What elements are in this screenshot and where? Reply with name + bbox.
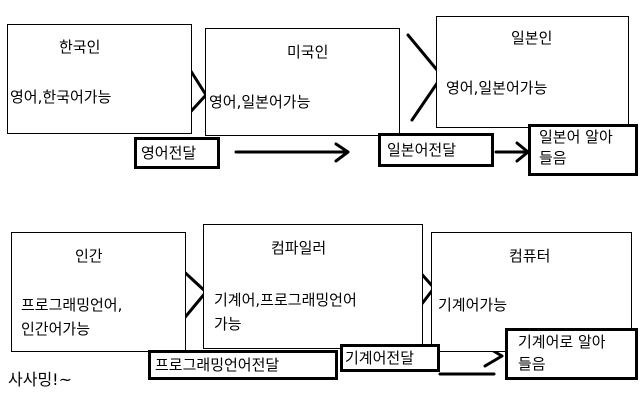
american-desc: 영어,일본어가능 — [209, 93, 311, 111]
compiler-desc-line2: 가능 — [214, 315, 242, 333]
human-desc-line2: 인간어가능 — [21, 320, 91, 338]
relay-label-english: 영어전달 — [141, 144, 197, 162]
relay-box-english: 영어전달 — [134, 137, 220, 169]
result-line2: 들음 — [539, 149, 567, 167]
japanese-desc: 영어,일본어가능 — [446, 79, 548, 97]
compiler-desc-line1: 기계어,프로그래밍언어 — [214, 291, 357, 309]
korean-desc: 영어,한국어가능 — [10, 88, 112, 106]
japanese-title: 일본인 — [511, 29, 553, 47]
american-box: 미국인 영어,일본어가능 — [205, 28, 400, 136]
compiler-box: 컴파일러 기계어,프로그래밍언어 가능 — [203, 224, 423, 349]
japanese-box: 일본인 영어,일본어가능 — [436, 16, 629, 128]
relay-label-machine: 기계어전달 — [345, 349, 415, 367]
relay-box-japanese: 일본어전달 — [378, 133, 494, 167]
human-title: 인간 — [75, 247, 103, 265]
relay-box-programming: 프로그래밍언어전달 — [148, 350, 338, 380]
relay-box-machine: 기계어전달 — [340, 344, 440, 372]
human-desc-line1: 프로그래밍언어, — [21, 296, 123, 314]
compiler-title: 컴파일러 — [271, 239, 327, 257]
computer-title: 컴퓨터 — [509, 247, 551, 265]
korean-box: 한국인 영어,한국어가능 — [7, 24, 192, 134]
result2-line2: 들음 — [518, 355, 546, 373]
human-box: 인간 프로그래밍언어, 인간어가능 — [11, 232, 186, 352]
american-title: 미국인 — [287, 43, 329, 61]
caption: 사사밍!~ — [8, 370, 72, 389]
computer-desc: 기계어가능 — [438, 296, 508, 314]
relay-label-japanese: 일본어전달 — [387, 141, 457, 159]
arrowhead-row1-right — [515, 141, 530, 163]
arrowhead-row1-middle — [334, 142, 350, 163]
result2-line1: 기계어로 알아 — [518, 333, 606, 351]
relay-label-programming: 프로그래밍언어전달 — [155, 356, 280, 374]
korean-title: 한국인 — [59, 38, 101, 56]
result-box-japanese: 일본어 알아 들음 — [528, 124, 638, 176]
result-box-machine: 기계어로 알아 들음 — [505, 328, 638, 380]
result-line1: 일본어 알아 — [539, 128, 613, 146]
